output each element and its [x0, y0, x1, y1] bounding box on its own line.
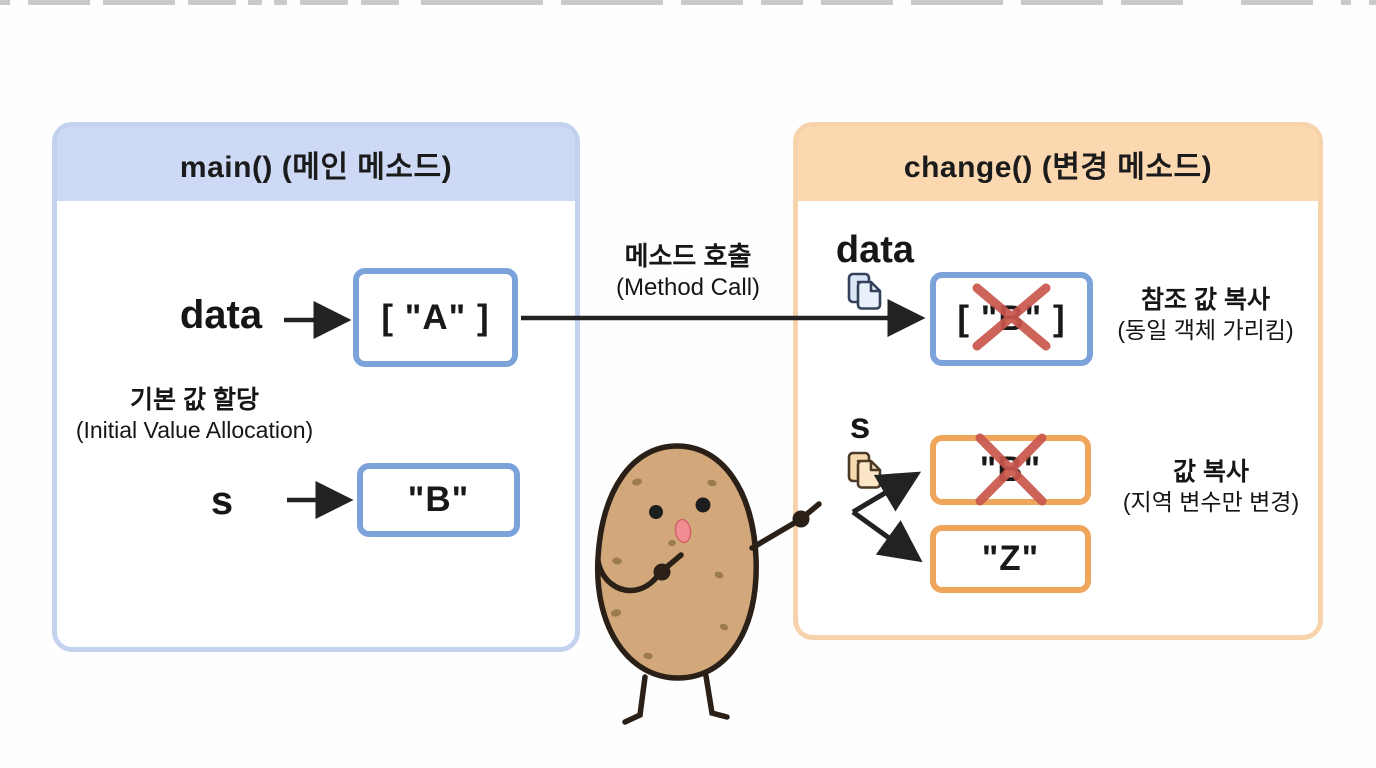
- value-copy-label: 값 복사 (지역 변수만 변경): [1100, 457, 1322, 517]
- change-s-new-value-box: "Z": [930, 525, 1091, 593]
- potato-left-arm: [595, 558, 662, 594]
- reference-copy-label: 참조 값 복사 (동일 객체 가리킴): [1093, 285, 1318, 345]
- change-panel-title: change() (변경 메소드): [903, 151, 1213, 184]
- main-s-value-box: "B": [357, 463, 520, 537]
- initial-value-allocation-en: (Initial Value Allocation): [75, 417, 314, 444]
- value-copy-ko: 값 복사: [1173, 458, 1249, 486]
- main-data-value: [ "A" ]: [381, 297, 490, 337]
- copy-pages-icon-orange: [847, 451, 882, 489]
- potato-mouth: [674, 518, 692, 544]
- potato-left-hand: [653, 563, 671, 581]
- change-panel-header: change() (변경 메소드): [798, 127, 1318, 201]
- initial-value-allocation-label: 기본 값 할당 (Initial Value Allocation): [67, 385, 322, 445]
- method-call-en: (Method Call): [615, 273, 761, 301]
- change-s-new-value: "Z": [981, 539, 1040, 578]
- method-call-label: 메소드 호출 (Method Call): [588, 240, 788, 303]
- main-method-panel: main() (메인 메소드) data [ "A" ] 기본 값 할당 (In…: [52, 122, 580, 652]
- reference-copy-sub: (동일 객체 가리킴): [1117, 317, 1294, 344]
- potato-right-arm: [749, 519, 799, 551]
- main-data-var-label: data: [179, 293, 263, 337]
- change-method-panel: change() (변경 메소드) data [ "B" ] 참조 값 복사 (…: [793, 122, 1323, 640]
- potato-legs: [622, 673, 730, 725]
- change-s-old-value: "B": [979, 450, 1042, 489]
- copy-pages-icon-blue: [847, 272, 882, 310]
- main-s-value: "B": [407, 480, 470, 519]
- change-s-var-label: s: [849, 405, 871, 446]
- change-data-var-label: data: [835, 229, 915, 271]
- reference-copy-ko: 참조 값 복사: [1141, 286, 1270, 314]
- method-call-ko: 메소드 호출: [624, 241, 752, 271]
- change-s-old-value-box: "B": [930, 435, 1091, 505]
- potato-speckles: [610, 478, 729, 660]
- main-panel-header: main() (메인 메소드): [57, 127, 575, 201]
- initial-value-allocation-ko: 기본 값 할당: [130, 386, 259, 414]
- main-panel-title: main() (메인 메소드): [179, 151, 453, 184]
- change-data-value: [ "B" ]: [957, 299, 1066, 338]
- main-data-value-box: [ "A" ]: [353, 268, 518, 367]
- potato-character-illustration: [594, 443, 822, 725]
- value-copy-sub: (지역 변수만 변경): [1122, 489, 1300, 516]
- main-s-var-label: s: [210, 479, 234, 523]
- potato-left-eye: [649, 505, 663, 519]
- change-data-value-box: [ "B" ]: [930, 272, 1093, 366]
- potato-right-eye: [695, 497, 711, 513]
